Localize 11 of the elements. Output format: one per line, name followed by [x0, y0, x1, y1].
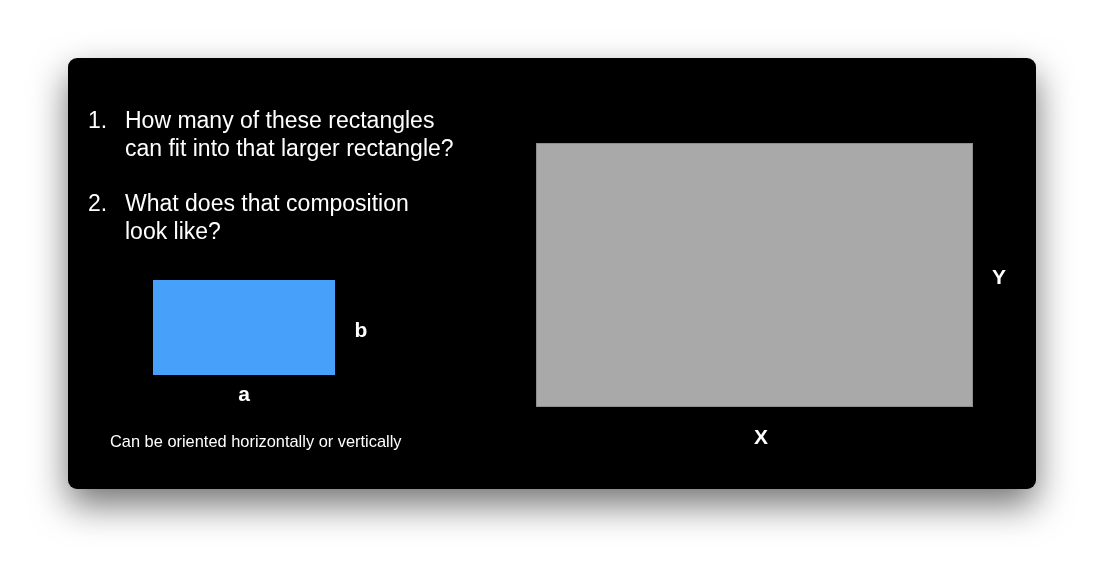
question-text: What does that composition look like? [125, 190, 409, 244]
dimension-label: Y [992, 265, 1006, 287]
dimension-label: a [238, 382, 250, 404]
list-number: 1. [88, 107, 108, 133]
dimension-label: b [354, 318, 368, 340]
list-number: 2. [88, 190, 108, 216]
large-rectangle [536, 143, 973, 407]
dimension-label: X [754, 425, 768, 447]
question-text: How many of these rectangles can fit into that larger rectangle? [125, 107, 454, 161]
note-text: Can be oriented horizontally or vertically [110, 432, 402, 450]
small-rectangle [153, 280, 335, 375]
